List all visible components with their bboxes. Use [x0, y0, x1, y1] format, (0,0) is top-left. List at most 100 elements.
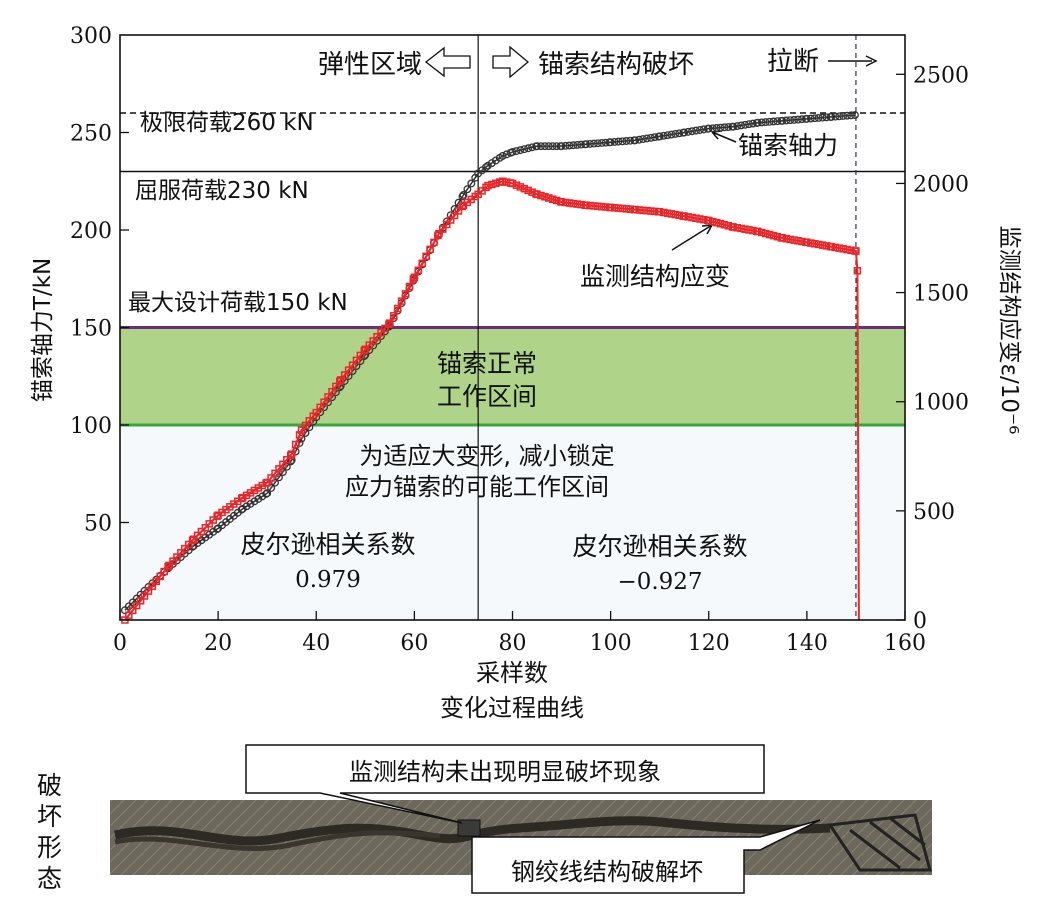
strain-point: [778, 234, 787, 242]
strain-point: [671, 210, 680, 219]
strain-point: [667, 210, 676, 218]
strain-point: [606, 203, 615, 212]
strain-point: [737, 224, 745, 233]
y-left-tick-label: 300: [70, 24, 112, 49]
force-point: [561, 141, 570, 150]
strain-point: [140, 592, 149, 600]
strain-point: [655, 208, 664, 216]
force-point: [769, 117, 778, 126]
force-point: [487, 159, 496, 167]
strain-point: [745, 226, 753, 234]
strain-point: [803, 238, 811, 247]
strain-point: [295, 431, 304, 439]
failure-form-label: 破坏形态: [34, 772, 63, 896]
strain-point: [729, 223, 738, 231]
force-point: [765, 117, 774, 126]
force-point: [798, 115, 806, 124]
strain-point: [340, 371, 349, 379]
force-point: [786, 116, 795, 125]
force-point: [614, 137, 623, 146]
strain-point: [169, 557, 177, 565]
strain-point: [622, 205, 631, 213]
strain-point: [512, 181, 521, 189]
force-point: [267, 483, 276, 492]
strain-point: [125, 611, 133, 619]
force-point: [843, 111, 852, 120]
strain-point: [348, 361, 357, 369]
strain-point: [790, 236, 798, 244]
strain-point: [369, 337, 377, 345]
force-point: [835, 112, 844, 121]
force-point: [524, 144, 533, 153]
pearson-right-label: 皮尔逊相关系数: [572, 532, 747, 561]
force-point: [601, 138, 610, 147]
force-point: [761, 118, 770, 127]
strain-point: [373, 333, 381, 341]
strain-point: [798, 237, 806, 246]
force-point: [635, 135, 644, 144]
strain-point: [561, 198, 570, 207]
possible-work-band: [120, 425, 905, 620]
force-point: [688, 127, 697, 136]
strain-point: [675, 211, 684, 220]
strain-point: [663, 209, 672, 217]
strain-point: [188, 536, 197, 545]
strain-point: [782, 234, 791, 243]
strain-point: [533, 190, 541, 199]
strain-point: [680, 212, 688, 220]
strain-point: [332, 382, 340, 391]
force-point: [822, 113, 831, 122]
x-tick-label: 140: [786, 631, 828, 656]
force-point: [569, 141, 578, 150]
strain-point: [516, 183, 525, 191]
force-point: [680, 128, 689, 137]
strain-point: [647, 207, 655, 215]
force-point: [773, 117, 782, 126]
force-point: [737, 121, 746, 130]
force-point: [851, 111, 859, 119]
strain-point: [818, 241, 827, 249]
force-point: [733, 122, 742, 130]
force-point: [720, 123, 729, 132]
strain-point: [541, 193, 549, 201]
x-tick-label: 20: [204, 631, 232, 656]
strain-point: [209, 516, 217, 524]
strain-point: [626, 205, 634, 213]
x-tick-label: 40: [302, 631, 330, 656]
force-point: [593, 139, 602, 148]
strain-point: [279, 460, 287, 469]
strain-point: [435, 229, 443, 238]
possible-band-label-1: 为适应大变形, 减小锁定: [359, 442, 614, 470]
force-point: [597, 139, 606, 147]
strain-point: [749, 226, 757, 235]
force-point: [275, 473, 283, 482]
force-point: [663, 131, 672, 140]
force-point: [565, 141, 574, 150]
force-point: [839, 112, 848, 120]
strain-point: [430, 238, 438, 247]
chart-subtitle: 变化过程曲线: [440, 694, 584, 722]
strain-point: [528, 188, 536, 196]
strain-point: [601, 203, 610, 211]
failure-region-label: 锚索结构破坏: [538, 50, 694, 80]
strain-point: [386, 319, 394, 327]
force-point: [557, 142, 566, 151]
strain-point: [148, 582, 157, 590]
force-point: [827, 112, 836, 121]
strain-point: [287, 450, 296, 458]
force-point: [242, 502, 251, 511]
strain-point: [688, 213, 696, 222]
strain-point: [582, 201, 590, 210]
callout-bottom: 钢绞线结构破解坏: [471, 819, 821, 894]
y-right-axis-label: 监测结构应变ε/10⁻⁶: [996, 226, 1022, 435]
force-point: [548, 142, 557, 151]
strain-point: [397, 297, 406, 305]
force-point: [463, 185, 472, 194]
strain-point: [853, 266, 862, 275]
ultimate-load-label: 极限荷载260 kN: [140, 110, 314, 136]
force-point: [675, 129, 684, 138]
strain-point: [401, 290, 410, 298]
strain-point: [418, 259, 426, 268]
strain-point: [705, 216, 713, 225]
possible-band-label-2: 应力锚索的可能工作区间: [345, 473, 609, 501]
